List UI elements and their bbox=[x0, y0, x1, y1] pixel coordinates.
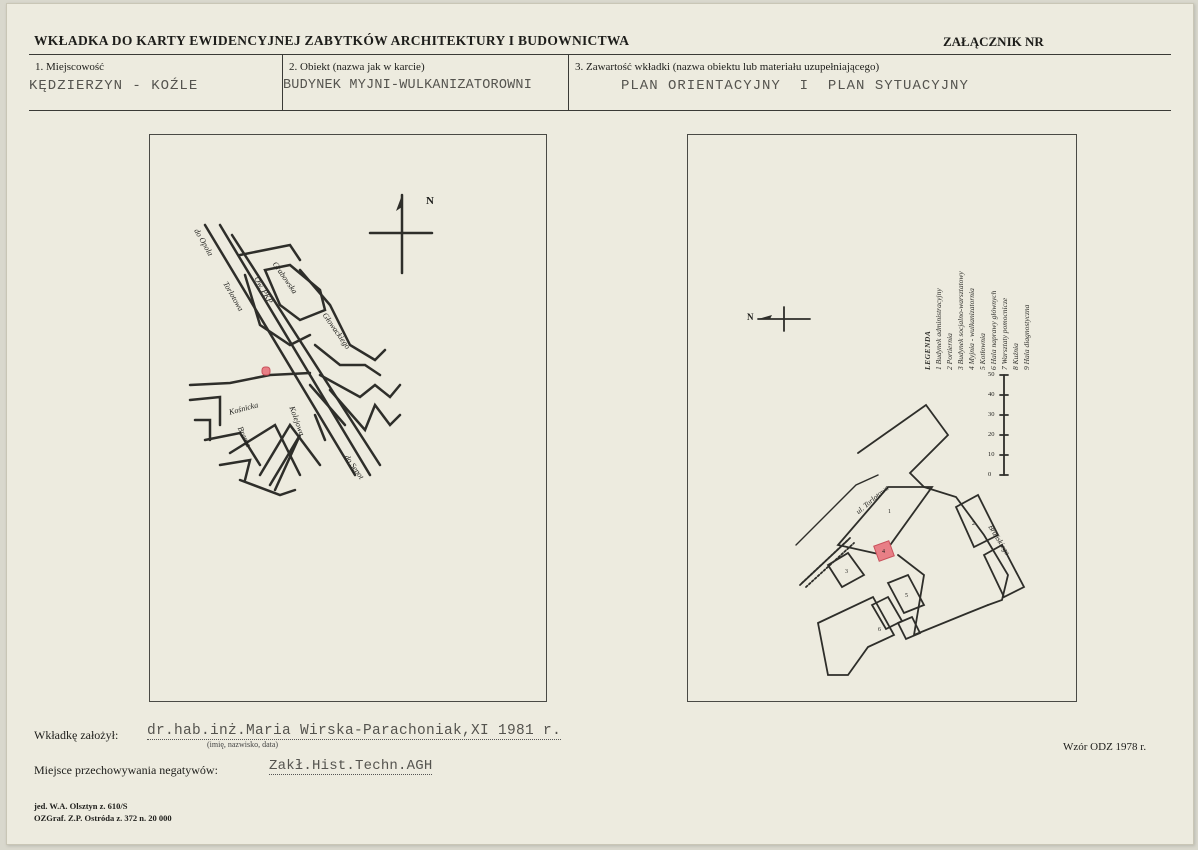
object-value: BUDYNEK MYJNI-WULKANIZATOROWNI bbox=[283, 78, 533, 93]
card-title: WKŁADKA DO KARTY EWIDENCYJNEJ ZABYTKÓW A… bbox=[34, 33, 630, 48]
legend-item-9: 9 Hala diagnostyczna bbox=[1022, 304, 1031, 370]
site-plan-frame: N LEGENDA 1 Budynek administracyjny 2 Po… bbox=[687, 134, 1077, 702]
building-number-6: 6 bbox=[878, 627, 881, 633]
building-number-2: 2 bbox=[972, 521, 975, 527]
scale-label-20: 20 bbox=[988, 431, 995, 438]
author-label: Wkładkę założył: bbox=[34, 728, 119, 742]
site-plan-north-label: N bbox=[747, 312, 754, 322]
storage-label: Miejsce przechowywania negatywów: bbox=[34, 763, 218, 777]
orientation-plan-north-label: N bbox=[426, 195, 434, 207]
scale-label-0: 0 bbox=[988, 471, 992, 478]
header-rule bbox=[29, 54, 1171, 55]
site-plan-marker bbox=[873, 540, 895, 562]
site-plan-map bbox=[757, 306, 1026, 676]
building-number-5: 5 bbox=[905, 593, 908, 599]
scale-label-40: 40 bbox=[988, 391, 995, 398]
scale-label-50: 50 bbox=[988, 371, 995, 378]
legend-item-4: 4 Myjnia - wulkanizatornia bbox=[967, 288, 976, 370]
orientation-plan-map bbox=[188, 193, 434, 497]
record-card: WKŁADKA DO KARTY EWIDENCYJNEJ ZABYTKÓW A… bbox=[6, 3, 1194, 845]
legend-item-1: 1 Budynek administracyjny bbox=[934, 288, 943, 370]
field-divider-1 bbox=[282, 54, 283, 110]
building-number-4: 4 bbox=[882, 549, 885, 555]
legend-item-2: 2 Portiernia bbox=[945, 333, 954, 370]
print-info-line-2: OZGraf. Z.P. Ostróda z. 372 n. 20 000 bbox=[34, 813, 172, 823]
print-info-line-1: jed. W.A. Olsztyn z. 610/S bbox=[34, 801, 128, 811]
site-plan-legend: LEGENDA 1 Budynek administracyjny 2 Port… bbox=[922, 271, 1032, 370]
content-value: PLAN ORIENTACYJNY I PLAN SYTUACYJNY bbox=[621, 78, 969, 94]
scale-label-30: 30 bbox=[988, 411, 995, 418]
building-number-3: 3 bbox=[845, 569, 848, 575]
scale-label-10: 10 bbox=[988, 451, 995, 458]
legend-item-6: 6 Hala naprawy głównych bbox=[989, 290, 998, 370]
orientation-plan-frame: N do Opola Torlotowa Ow. PKP Grabowska G… bbox=[149, 134, 547, 702]
orientation-plan-marker bbox=[261, 366, 271, 376]
storage-value: Zakł.Hist.Techn.AGH bbox=[269, 758, 433, 775]
legend-item-5: 5 Kotłownia bbox=[978, 333, 987, 370]
location-value: KĘDZIERZYN - KOŹLE bbox=[29, 78, 199, 94]
legend-item-3: 3 Budynek socjalno-warsztatowy bbox=[956, 271, 965, 370]
fields-rule bbox=[29, 110, 1171, 111]
location-label: 1. Miejscowość bbox=[35, 61, 105, 73]
legend-item-8: 8 Kuźnia bbox=[1011, 343, 1020, 370]
legend-title: LEGENDA bbox=[923, 330, 932, 370]
author-value: dr.hab.inż.Maria Wirska-Parachoniak,XI 1… bbox=[147, 723, 562, 740]
content-label: 3. Zawartość wkładki (nazwa obiektu lub … bbox=[575, 61, 880, 73]
object-label: 2. Obiekt (nazwa jak w karcie) bbox=[289, 61, 425, 73]
legend-item-7: 7 Warsztaty pomocnicze bbox=[1000, 297, 1009, 370]
author-hint: (imię, nazwisko, data) bbox=[207, 740, 279, 749]
form-model-label: Wzór ODZ 1978 r. bbox=[1063, 741, 1147, 753]
attachment-label: ZAŁĄCZNIK NR bbox=[943, 34, 1044, 49]
building-number-1: 1 bbox=[888, 509, 891, 515]
field-divider-2 bbox=[568, 54, 569, 110]
